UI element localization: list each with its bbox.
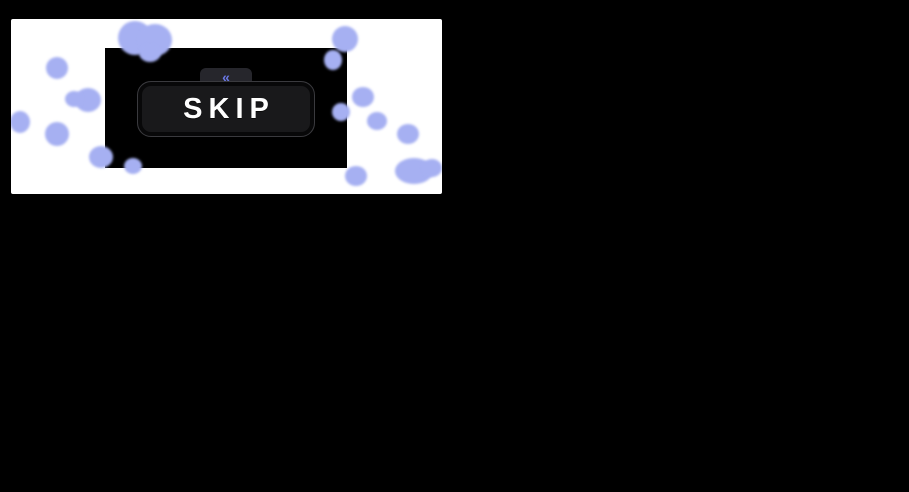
paint-blob: [345, 166, 367, 186]
paint-blob: [45, 122, 69, 146]
paint-blob: [395, 158, 433, 184]
paint-blob: [352, 87, 374, 107]
paint-blob: [65, 91, 83, 107]
paint-blob: [46, 57, 68, 79]
skip-overlay: « SKIP: [105, 48, 347, 168]
paint-blob: [11, 111, 30, 133]
paint-blob: [75, 88, 101, 112]
skip-button-label: SKIP: [183, 92, 275, 125]
paint-blob: [367, 112, 387, 130]
drawing-canvas[interactable]: « SKIP: [11, 19, 442, 194]
skip-button[interactable]: SKIP: [137, 81, 315, 137]
paint-blob: [422, 159, 442, 177]
paint-blob: [397, 124, 419, 144]
chevron-double-left-icon: «: [222, 68, 230, 85]
